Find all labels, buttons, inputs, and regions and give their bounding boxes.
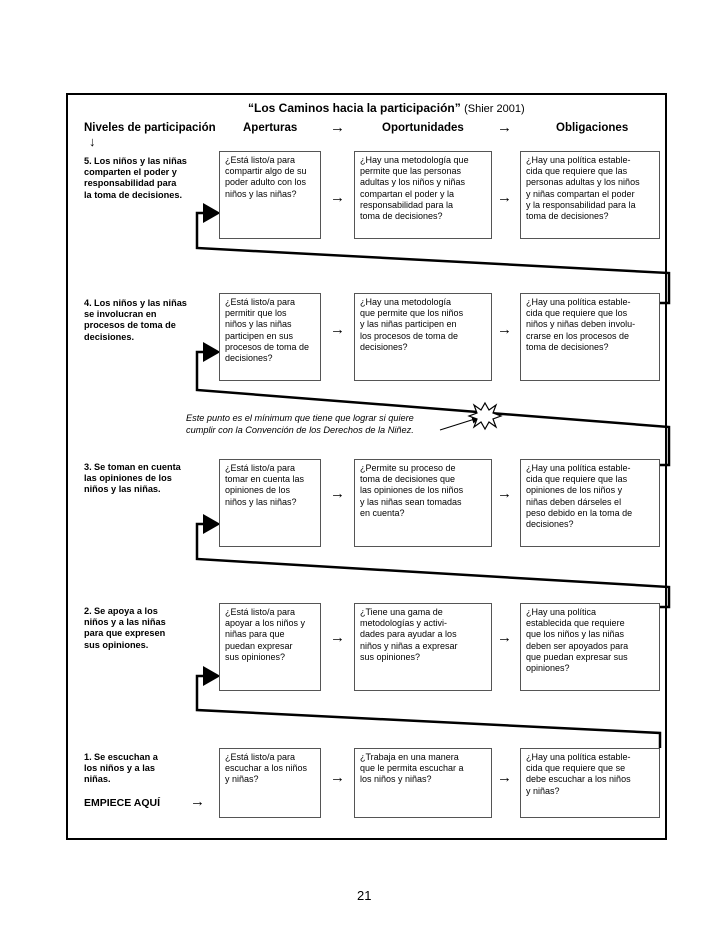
note-pointer <box>439 415 479 431</box>
diagram-title: “Los Caminos hacia la participación” (Sh… <box>248 101 525 115</box>
arrow-icon: → <box>497 119 512 136</box>
level-1-opportunities: ¿Trabaja en una manera que le permita es… <box>354 748 492 818</box>
arrow-icon: → <box>330 629 345 646</box>
level-3-label: 3.Se toman en cuenta las opiniones de lo… <box>84 462 181 495</box>
connector-2-3 <box>195 514 671 609</box>
header-opportunities: Oportunidades <box>382 122 464 134</box>
down-arrow-icon: ↓ <box>89 134 96 149</box>
minimum-note: Este punto es el mínimum que tiene que l… <box>186 413 414 435</box>
level-3-openings: ¿Está listo/a para tomar en cuenta las o… <box>219 459 321 547</box>
burst-icon <box>467 401 503 431</box>
arrow-icon: → <box>497 485 512 502</box>
connector-3-4 <box>195 342 671 467</box>
level-4-opportunities: ¿Hay una metodología que permite que los… <box>354 293 492 381</box>
level-2-openings: ¿Está listo/a para apoyar a los niños y … <box>219 603 321 691</box>
arrow-icon: → <box>330 485 345 502</box>
level-4-obligations: ¿Hay una política estable- cida que requ… <box>520 293 660 381</box>
header-openings: Aperturas <box>243 122 298 134</box>
level-2-label: 2.Se apoya a los niños y a las niñas par… <box>84 606 166 650</box>
arrow-icon: → <box>330 189 345 206</box>
arrow-icon: → <box>330 119 345 136</box>
level-5-openings: ¿Está listo/a para compartir algo de su … <box>219 151 321 239</box>
level-2-obligations: ¿Hay una política establecida que requie… <box>520 603 660 691</box>
arrow-icon: → <box>497 189 512 206</box>
page-number: 21 <box>357 888 372 903</box>
arrow-icon: → <box>330 321 345 338</box>
connector-1-2 <box>195 666 662 748</box>
level-1-label: 1.Se escuchan a los niños y a las niñas. <box>84 752 158 785</box>
level-3-obligations: ¿Hay una política estable- cida que requ… <box>520 459 660 547</box>
arrow-icon: → <box>330 769 345 786</box>
level-2-opportunities: ¿Tiene una gama de metodologías y activi… <box>354 603 492 691</box>
level-4-label: 4.Los niños y las niñas se involucran en… <box>84 298 187 342</box>
level-5-obligations: ¿Hay una política estable- cida que requ… <box>520 151 660 239</box>
level-4-openings: ¿Está listo/a para permitir que los niño… <box>219 293 321 381</box>
arrow-icon: → <box>497 321 512 338</box>
title-main: “Los Caminos hacia la participación” <box>248 101 461 115</box>
arrow-icon: → <box>497 769 512 786</box>
connector-4-5 <box>195 203 671 305</box>
arrow-icon: → <box>190 793 205 810</box>
header-obligations: Obligaciones <box>556 122 629 134</box>
level-5-opportunities: ¿Hay una metodología que permite que las… <box>354 151 492 239</box>
arrow-icon: → <box>497 629 512 646</box>
level-5-label: 5.Los niños y las niñas comparten el pod… <box>84 156 187 200</box>
level-1-obligations: ¿Hay una política estable- cida que requ… <box>520 748 660 818</box>
diagram-frame <box>66 93 667 840</box>
level-1-openings: ¿Está listo/a para escuchar a los niños … <box>219 748 321 818</box>
title-source: (Shier 2001) <box>464 103 525 115</box>
start-label: EMPIECE AQUÍ <box>84 797 161 809</box>
level-3-opportunities: ¿Permite su proceso de toma de decisione… <box>354 459 492 547</box>
header-levels: Niveles de participación <box>84 122 216 134</box>
